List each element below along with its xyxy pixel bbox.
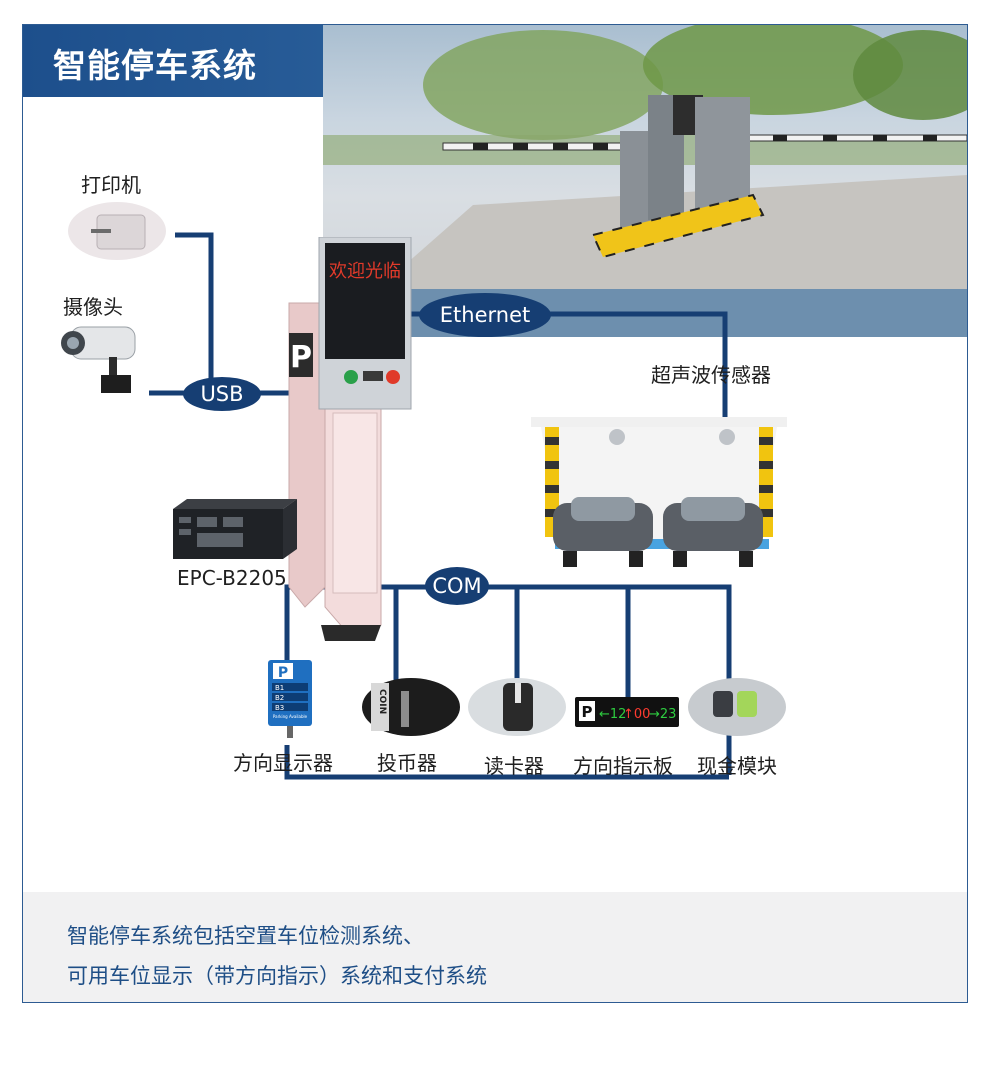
kiosk-led-text: 欢迎光临 (329, 261, 401, 282)
controller-label: EPC-B2205 (177, 566, 287, 590)
ultrasonic-sensor-garage-image (531, 417, 787, 567)
direction-display-p: P (278, 665, 288, 681)
footer-line-1: 智能停车系统包括空置车位检测系统、 (67, 924, 424, 948)
diagram-frame: 智能停车系统 (22, 24, 968, 1003)
usb-connector-badge: USB (183, 377, 261, 411)
direction-display-row-b3: B3 (275, 704, 284, 712)
direction-display-row-b2: B2 (275, 694, 284, 702)
direction-display-footer: Parking Available (273, 714, 308, 719)
direction-board-right: →23 (649, 707, 676, 722)
direction-display-label: 方向显示器 (233, 751, 333, 775)
coin-acceptor-label: 投币器 (377, 751, 437, 775)
coin-acceptor-image: COIN (362, 678, 460, 736)
card-reader-image (468, 678, 566, 736)
direction-display-image: P B1 B2 B3 Parking Available (268, 660, 312, 738)
car-right-icon (663, 497, 763, 567)
parking-kiosk: P 欢迎光临 (288, 237, 412, 641)
direction-board-label: 方向指示板 (573, 754, 673, 778)
car-left-icon (553, 497, 653, 567)
page-title: 智能停车系统 (53, 46, 257, 85)
direction-board-left: ←12 (599, 707, 626, 722)
direction-board-mid: ↑00 (623, 707, 650, 722)
card-reader-label: 读卡器 (484, 754, 544, 778)
camera-label: 摄像头 (63, 295, 123, 319)
security-camera-icon (61, 326, 136, 393)
sensor-label: 超声波传感器 (651, 363, 771, 387)
coin-text: COIN (377, 689, 387, 714)
direction-board-p: P (582, 703, 593, 721)
direction-board-image: P ←12 ↑00 →23 (575, 697, 679, 727)
printer-image (68, 202, 166, 260)
ethernet-connector-badge: Ethernet (419, 293, 551, 337)
cash-module-label: 现金模块 (697, 754, 777, 778)
printer-label: 打印机 (81, 173, 141, 197)
cash-module-image (688, 678, 786, 736)
footer-panel: 智能停车系统包括空置车位检测系统、 可用车位显示（带方向指示）系统和支付系统 (23, 892, 967, 1002)
footer-line-2: 可用车位显示（带方向指示）系统和支付系统 (67, 964, 487, 988)
direction-display-row-b1: B1 (275, 684, 284, 692)
kiosk-p-sign: P (290, 340, 312, 375)
industrial-pc-image (173, 499, 297, 559)
com-connector-badge: COM (425, 567, 489, 605)
